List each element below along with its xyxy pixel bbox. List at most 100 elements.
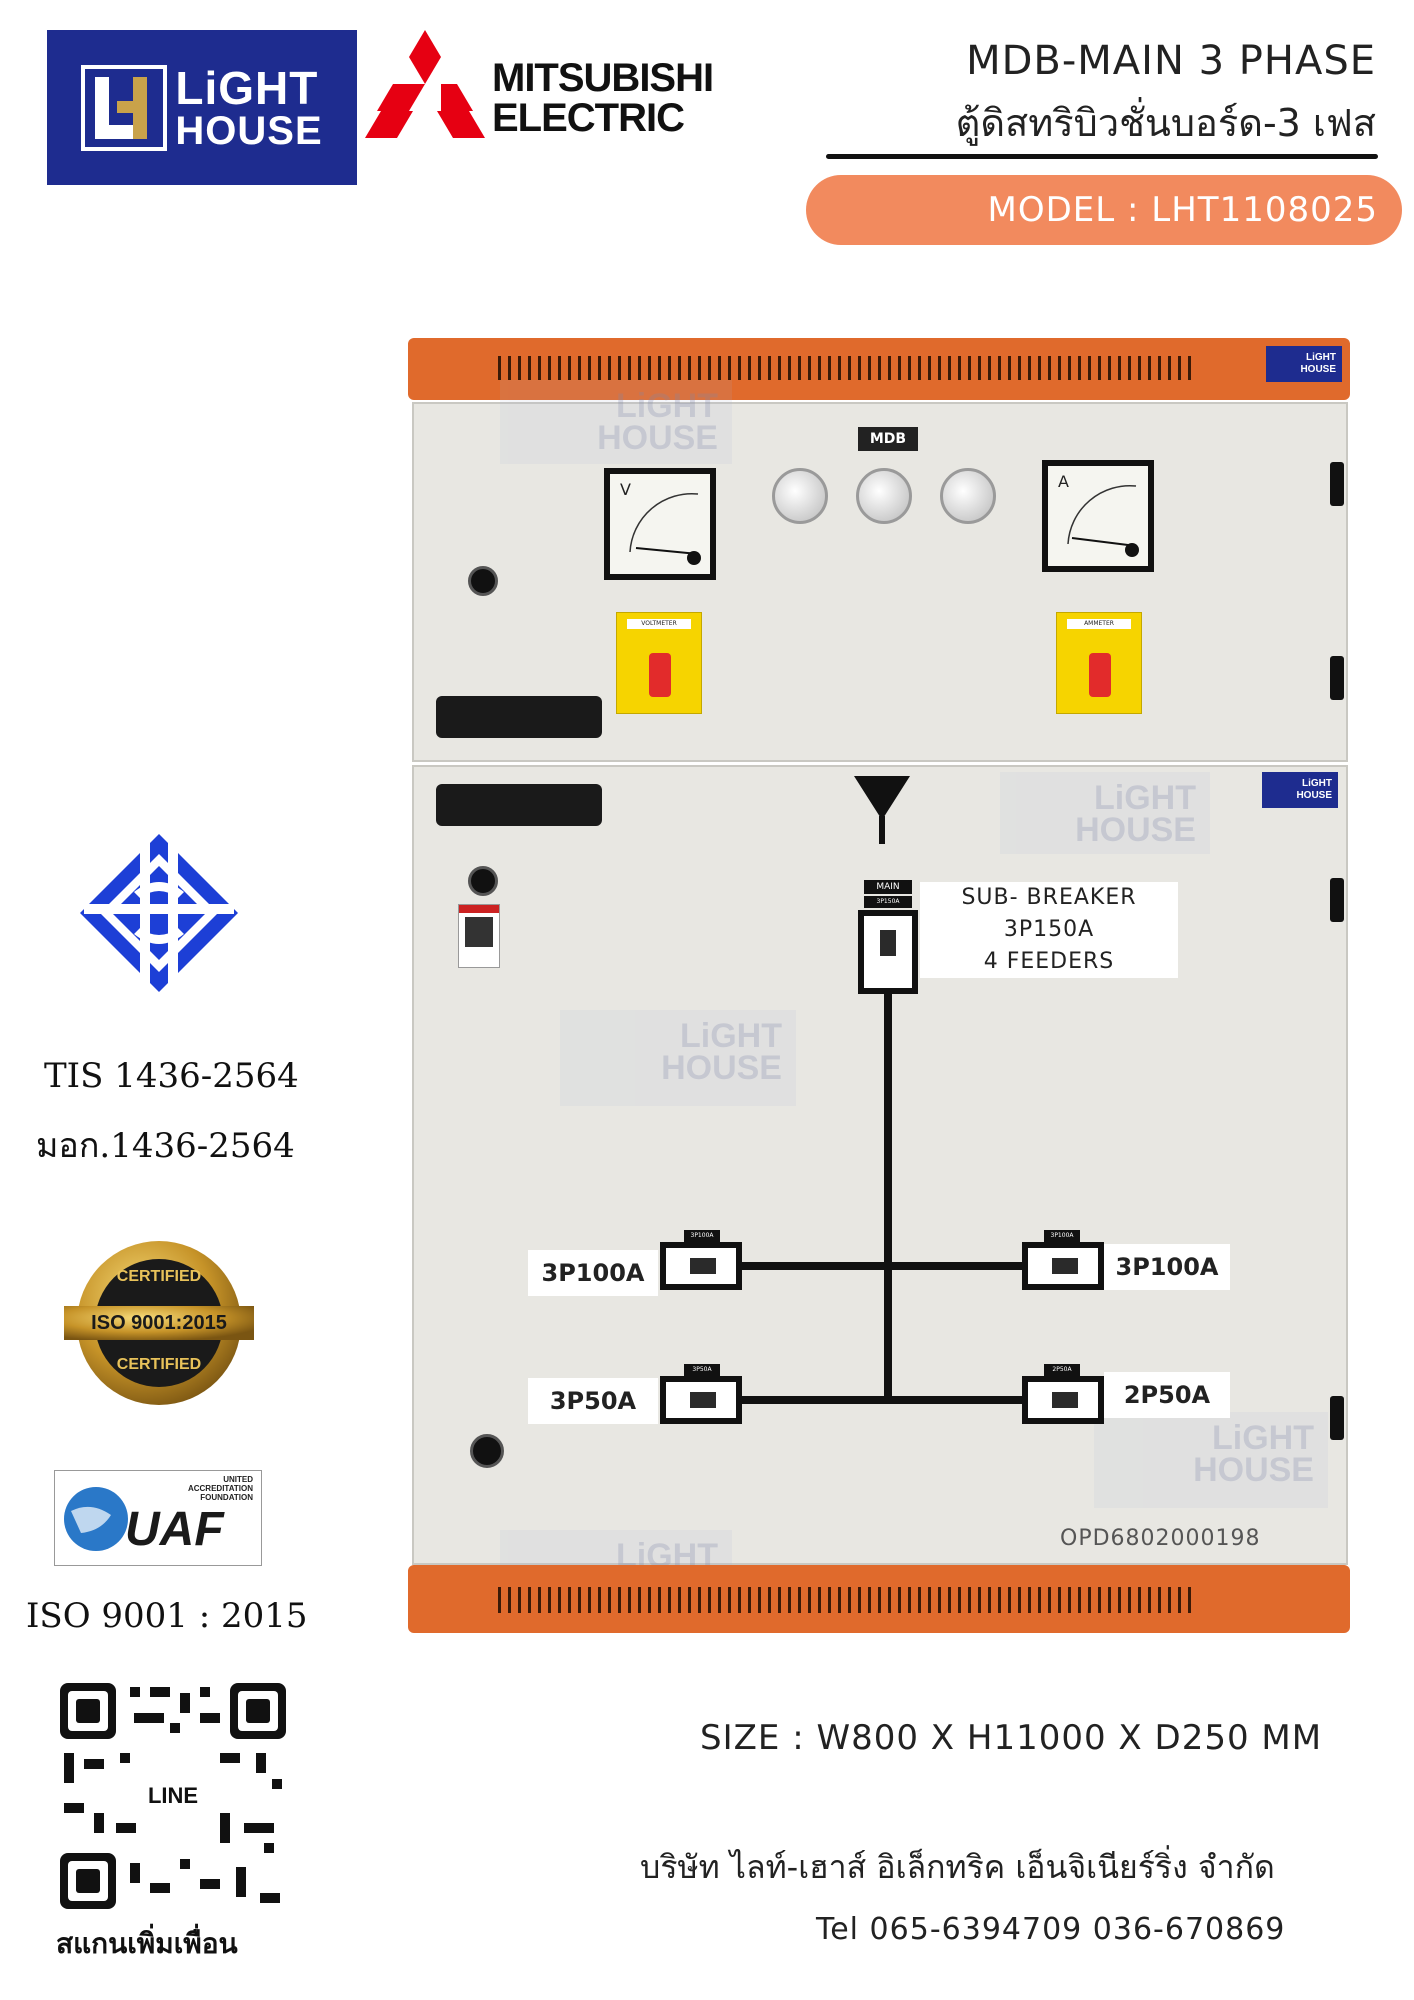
breaker-left-lower[interactable] — [660, 1376, 742, 1424]
feeder-tag-left-lower: 3P50A — [684, 1364, 720, 1376]
top-vents — [498, 356, 1198, 380]
lighthouse-line1: LiGHT — [175, 61, 319, 114]
lower-hinge-1 — [1330, 878, 1344, 922]
voltmeter-letter: V — [620, 480, 631, 499]
voltmeter: V — [604, 468, 716, 580]
vertical-busbar — [884, 992, 892, 1370]
title-divider — [826, 154, 1378, 159]
voltmeter-selector-tag: VOLTMETER — [627, 619, 691, 629]
lower-door-lock-2[interactable] — [470, 1434, 504, 1468]
cabinet-logo-top: LiGHT HOUSE — [1266, 346, 1342, 382]
sub-breaker-info: SUB- BREAKER 3P150A 4 FEEDERS — [920, 882, 1178, 978]
upper-door-handle[interactable] — [436, 696, 602, 738]
title-english: MDB-MAIN 3 PHASE — [966, 38, 1376, 84]
lower-door-lock[interactable] — [468, 866, 498, 896]
upper-feeder-busbar — [740, 1262, 1038, 1270]
lighthouse-logo: LiGHT HOUSE — [47, 30, 357, 185]
voltmeter-selector-switch[interactable]: VOLTMETER — [616, 612, 702, 714]
mitsubishi-diamonds-icon — [365, 30, 485, 138]
ammeter-selector-knob[interactable] — [1089, 653, 1111, 697]
upper-hinge-2 — [1330, 656, 1344, 700]
iso-seal-top: CERTIFIED — [116, 1268, 202, 1285]
watermark-3-line1: LiGHT — [680, 1017, 782, 1055]
cabinet-logo-bottom: LiGHT HOUSE — [1262, 772, 1338, 808]
title-thai: ตู้ดิสทริบิวชั่นบอร์ด-3 เฟส — [955, 101, 1376, 145]
mitsubishi-wordmark: MITSUBISHI ELECTRIC — [492, 56, 714, 140]
uaf-logo: UNITED ACCREDITATION FOUNDATION UAF — [54, 1470, 262, 1566]
uaf-big: UAF — [125, 1503, 224, 1556]
uaf-small1: UNITED — [223, 1475, 253, 1484]
qr-line-label: LINE — [147, 1783, 199, 1808]
watermark-3-line2: HOUSE — [661, 1049, 782, 1087]
company-name: บริษัท ไลท์-เฮาส์ อิเล็กทริค เอ็นจิเนียร… — [640, 1848, 1275, 1886]
sub-breaker-line3: 4 FEEDERS — [983, 949, 1115, 974]
ammeter-selector-tag: AMMETER — [1067, 619, 1131, 629]
breaker-right-upper[interactable] — [1022, 1242, 1104, 1290]
breaker-right-lower[interactable] — [1022, 1376, 1104, 1424]
vertical-busbar-tail — [884, 1366, 892, 1400]
telephone[interactable]: Tel 065-6394709 036-670869 — [816, 1912, 1286, 1947]
feeder-label-right-lower: 2P50A — [1104, 1372, 1230, 1418]
mdb-label-plate: MDB — [858, 427, 918, 451]
ammeter-selector-switch[interactable]: AMMETER — [1056, 612, 1142, 714]
pilot-lamp-1 — [772, 468, 828, 524]
ammeter: A — [1042, 460, 1154, 572]
cabinet-logo-bottom-line1: LiGHT — [1302, 778, 1332, 789]
feeder-label-right-upper: 3P100A — [1104, 1244, 1230, 1290]
uaf-small3: FOUNDATION — [200, 1493, 253, 1502]
voltmeter-selector-knob[interactable] — [649, 653, 671, 697]
mitsubishi-line2: ELECTRIC — [492, 96, 685, 140]
feeder-label-left-lower: 3P50A — [528, 1378, 658, 1424]
cabinet-logo-top-line2: HOUSE — [1300, 364, 1336, 375]
mok-standard: มอก.1436-2564 — [36, 1126, 295, 1166]
iso-seal-bottom: CERTIFIED — [116, 1356, 202, 1373]
watermark-4-line2: HOUSE — [1193, 1451, 1314, 1489]
watermark-1-line2: HOUSE — [597, 419, 718, 457]
lighthouse-wordmark: LiGHT HOUSE — [175, 65, 322, 151]
sub-breaker-line2: 3P150A — [1003, 917, 1095, 942]
main-breaker[interactable] — [858, 910, 918, 994]
upper-door-lock[interactable] — [468, 566, 498, 596]
watermark-2-line2: HOUSE — [1075, 811, 1196, 849]
iso-seal-text: CERTIFIED ISO 9001:2015 CERTIFIED — [64, 1238, 254, 1408]
feeder-tag-right-upper: 3P100A — [1044, 1230, 1080, 1242]
cabinet-logo-bottom-line2: HOUSE — [1296, 790, 1332, 801]
watermark-3: LiGHT HOUSE — [560, 1010, 796, 1106]
lighthouse-line2: HOUSE — [175, 108, 323, 153]
voltmeter-dial-icon — [629, 492, 701, 565]
pilot-lamp-2 — [856, 468, 912, 524]
globe-icon — [64, 1487, 128, 1551]
cabinet-logo-top-line1: LiGHT — [1306, 352, 1336, 363]
iso-certified-seal-icon — [64, 1241, 254, 1405]
model-badge: MODEL : LHT1108025 — [806, 175, 1402, 245]
watermark-2: LiGHT HOUSE — [1000, 772, 1210, 854]
watermark-1-line1: LiGHT — [616, 387, 718, 425]
iso-seal-mid: ISO 9001:2015 — [91, 1312, 227, 1334]
pilot-lamp-3 — [940, 468, 996, 524]
main-label: MAIN — [864, 880, 912, 894]
ammeter-dial-icon — [1067, 484, 1139, 557]
feeder-tag-right-lower: 2P50A — [1044, 1364, 1080, 1376]
feeder-tag-left-upper: 3P100A — [684, 1230, 720, 1242]
lower-door-handle[interactable] — [436, 784, 602, 826]
cabinet-size: SIZE : W800 X H11000 X D250 MM — [700, 1718, 1323, 1758]
cabinet-top-cap — [408, 338, 1350, 400]
main-rating-tag: 3P150A — [864, 896, 912, 908]
sub-breaker-line1: SUB- BREAKER — [961, 885, 1137, 910]
lower-feeder-busbar — [740, 1396, 1038, 1404]
line-qr-code-icon[interactable] — [60, 1683, 286, 1909]
incoming-triangle-icon — [854, 776, 910, 844]
watermark-2-line1: LiGHT — [1094, 779, 1196, 817]
ammeter-letter: A — [1058, 472, 1069, 491]
uaf-small2: ACCREDITATION — [187, 1484, 253, 1493]
tis-logo-icon — [80, 834, 238, 992]
feeder-label-left-upper: 3P100A — [528, 1250, 658, 1296]
watermark-1: LiGHT HOUSE — [500, 380, 732, 464]
breaker-left-upper[interactable] — [660, 1242, 742, 1290]
mitsubishi-line1: MITSUBISHI — [492, 56, 714, 100]
bottom-vents — [498, 1587, 1198, 1613]
upper-hinge-1 — [1330, 462, 1344, 506]
serial-number: OPD6802000198 — [1060, 1526, 1261, 1551]
watermark-4: LiGHT HOUSE — [1094, 1412, 1328, 1508]
tis-standard: TIS 1436-2564 — [44, 1056, 299, 1096]
